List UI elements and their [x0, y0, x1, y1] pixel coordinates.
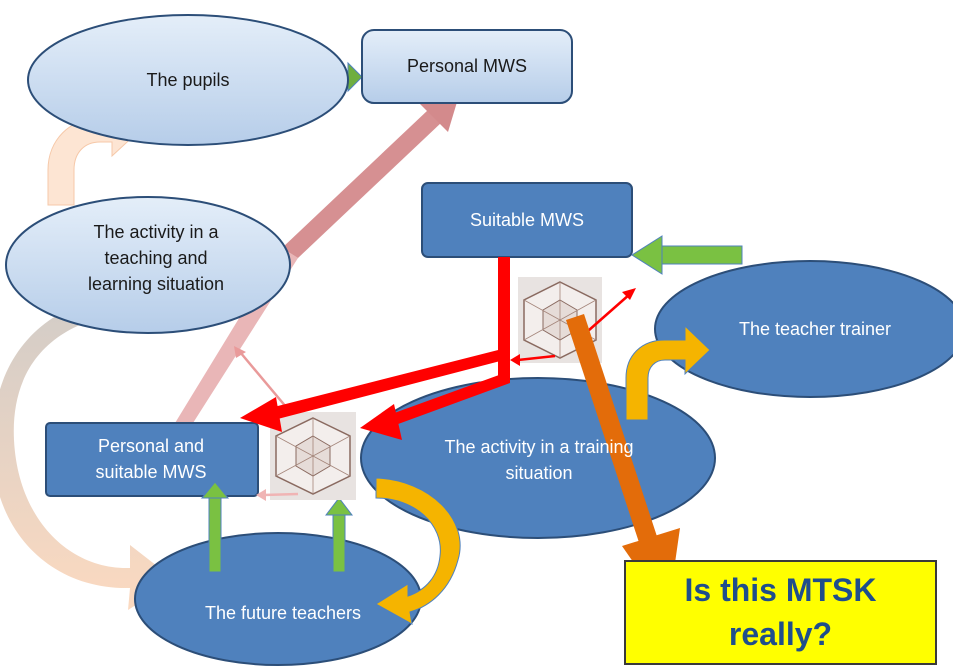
- callout-mtsk: Is this MTSK really?: [624, 560, 937, 665]
- curved-arrow-peach: [0, 290, 175, 610]
- thin-arrow-faint-up: [234, 346, 293, 415]
- hexagon-model-icon: [270, 412, 356, 500]
- turn-arrow-gold: [625, 324, 711, 421]
- node-suitable-mws[interactable]: [421, 182, 633, 258]
- thick-arrow-red: [240, 257, 510, 440]
- curved-arrow-gold: [375, 477, 461, 625]
- arrow-trainer-to-suitable-mws: [631, 235, 743, 275]
- node-activity-teaching[interactable]: [5, 196, 291, 334]
- thin-arrow-faint-left: [256, 489, 299, 501]
- thin-arrow-red-left: [510, 354, 556, 366]
- node-personal-suitable-mws[interactable]: [45, 422, 259, 497]
- node-future-teachers[interactable]: [134, 532, 422, 666]
- node-personal-mws[interactable]: [361, 29, 573, 104]
- node-activity-training[interactable]: [360, 377, 716, 539]
- arrow-up-green-left: [200, 481, 230, 573]
- node-pupils[interactable]: [27, 14, 349, 146]
- arrow-up-green-right: [324, 497, 354, 573]
- node-teacher-trainer[interactable]: [654, 260, 953, 398]
